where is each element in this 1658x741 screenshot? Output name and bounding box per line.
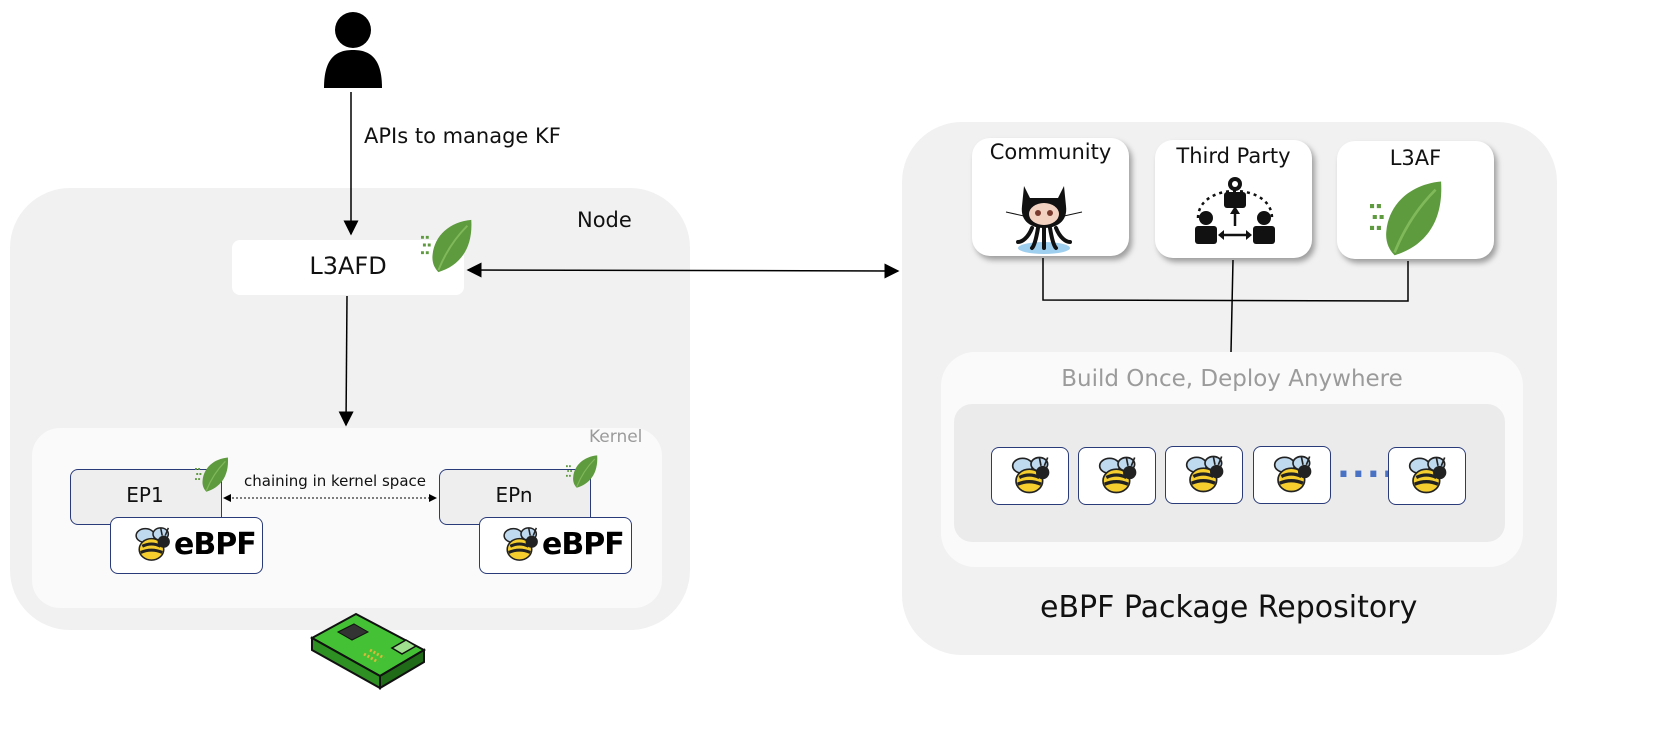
package-item[interactable] [1253,446,1331,504]
package-item[interactable] [991,447,1069,505]
ep1-label: EP1 [126,483,164,507]
l3afd-box[interactable] [232,240,464,295]
people-exchange-icon [1190,172,1280,248]
epn-label: EPn [495,483,533,507]
node-title: Node [577,208,632,232]
chain-label: chaining in kernel space [244,472,426,490]
user-icon [320,8,386,88]
package-item[interactable] [1388,447,1466,505]
kernel-title: Kernel [589,427,643,447]
ebpf-wordmark: eBPF [174,527,257,562]
l3afd-label: L3AFD [309,252,387,280]
network-card-icon [308,610,428,692]
ebpf-logo [110,517,263,574]
daemon-to-kernel-arrow [338,295,354,427]
daemon-repository-arrow [466,262,900,279]
repository-title: eBPF Package Repository [1040,590,1418,625]
ebpf-logo [479,517,632,574]
package-item[interactable] [1165,446,1243,504]
l3af-label: L3AF [1389,146,1442,170]
epn-box[interactable] [439,469,591,525]
build-label: Build Once, Deploy Anywhere [1061,366,1403,392]
third-party-label: Third Party [1176,144,1291,168]
source-connector [1042,258,1409,302]
api-label: APIs to manage KF [364,124,561,148]
package-item[interactable] [1078,447,1156,505]
community-label: Community [989,140,1112,164]
ebpf-wordmark: eBPF [542,527,625,562]
source-connector [1230,259,1234,353]
octocat-icon [1002,176,1086,256]
